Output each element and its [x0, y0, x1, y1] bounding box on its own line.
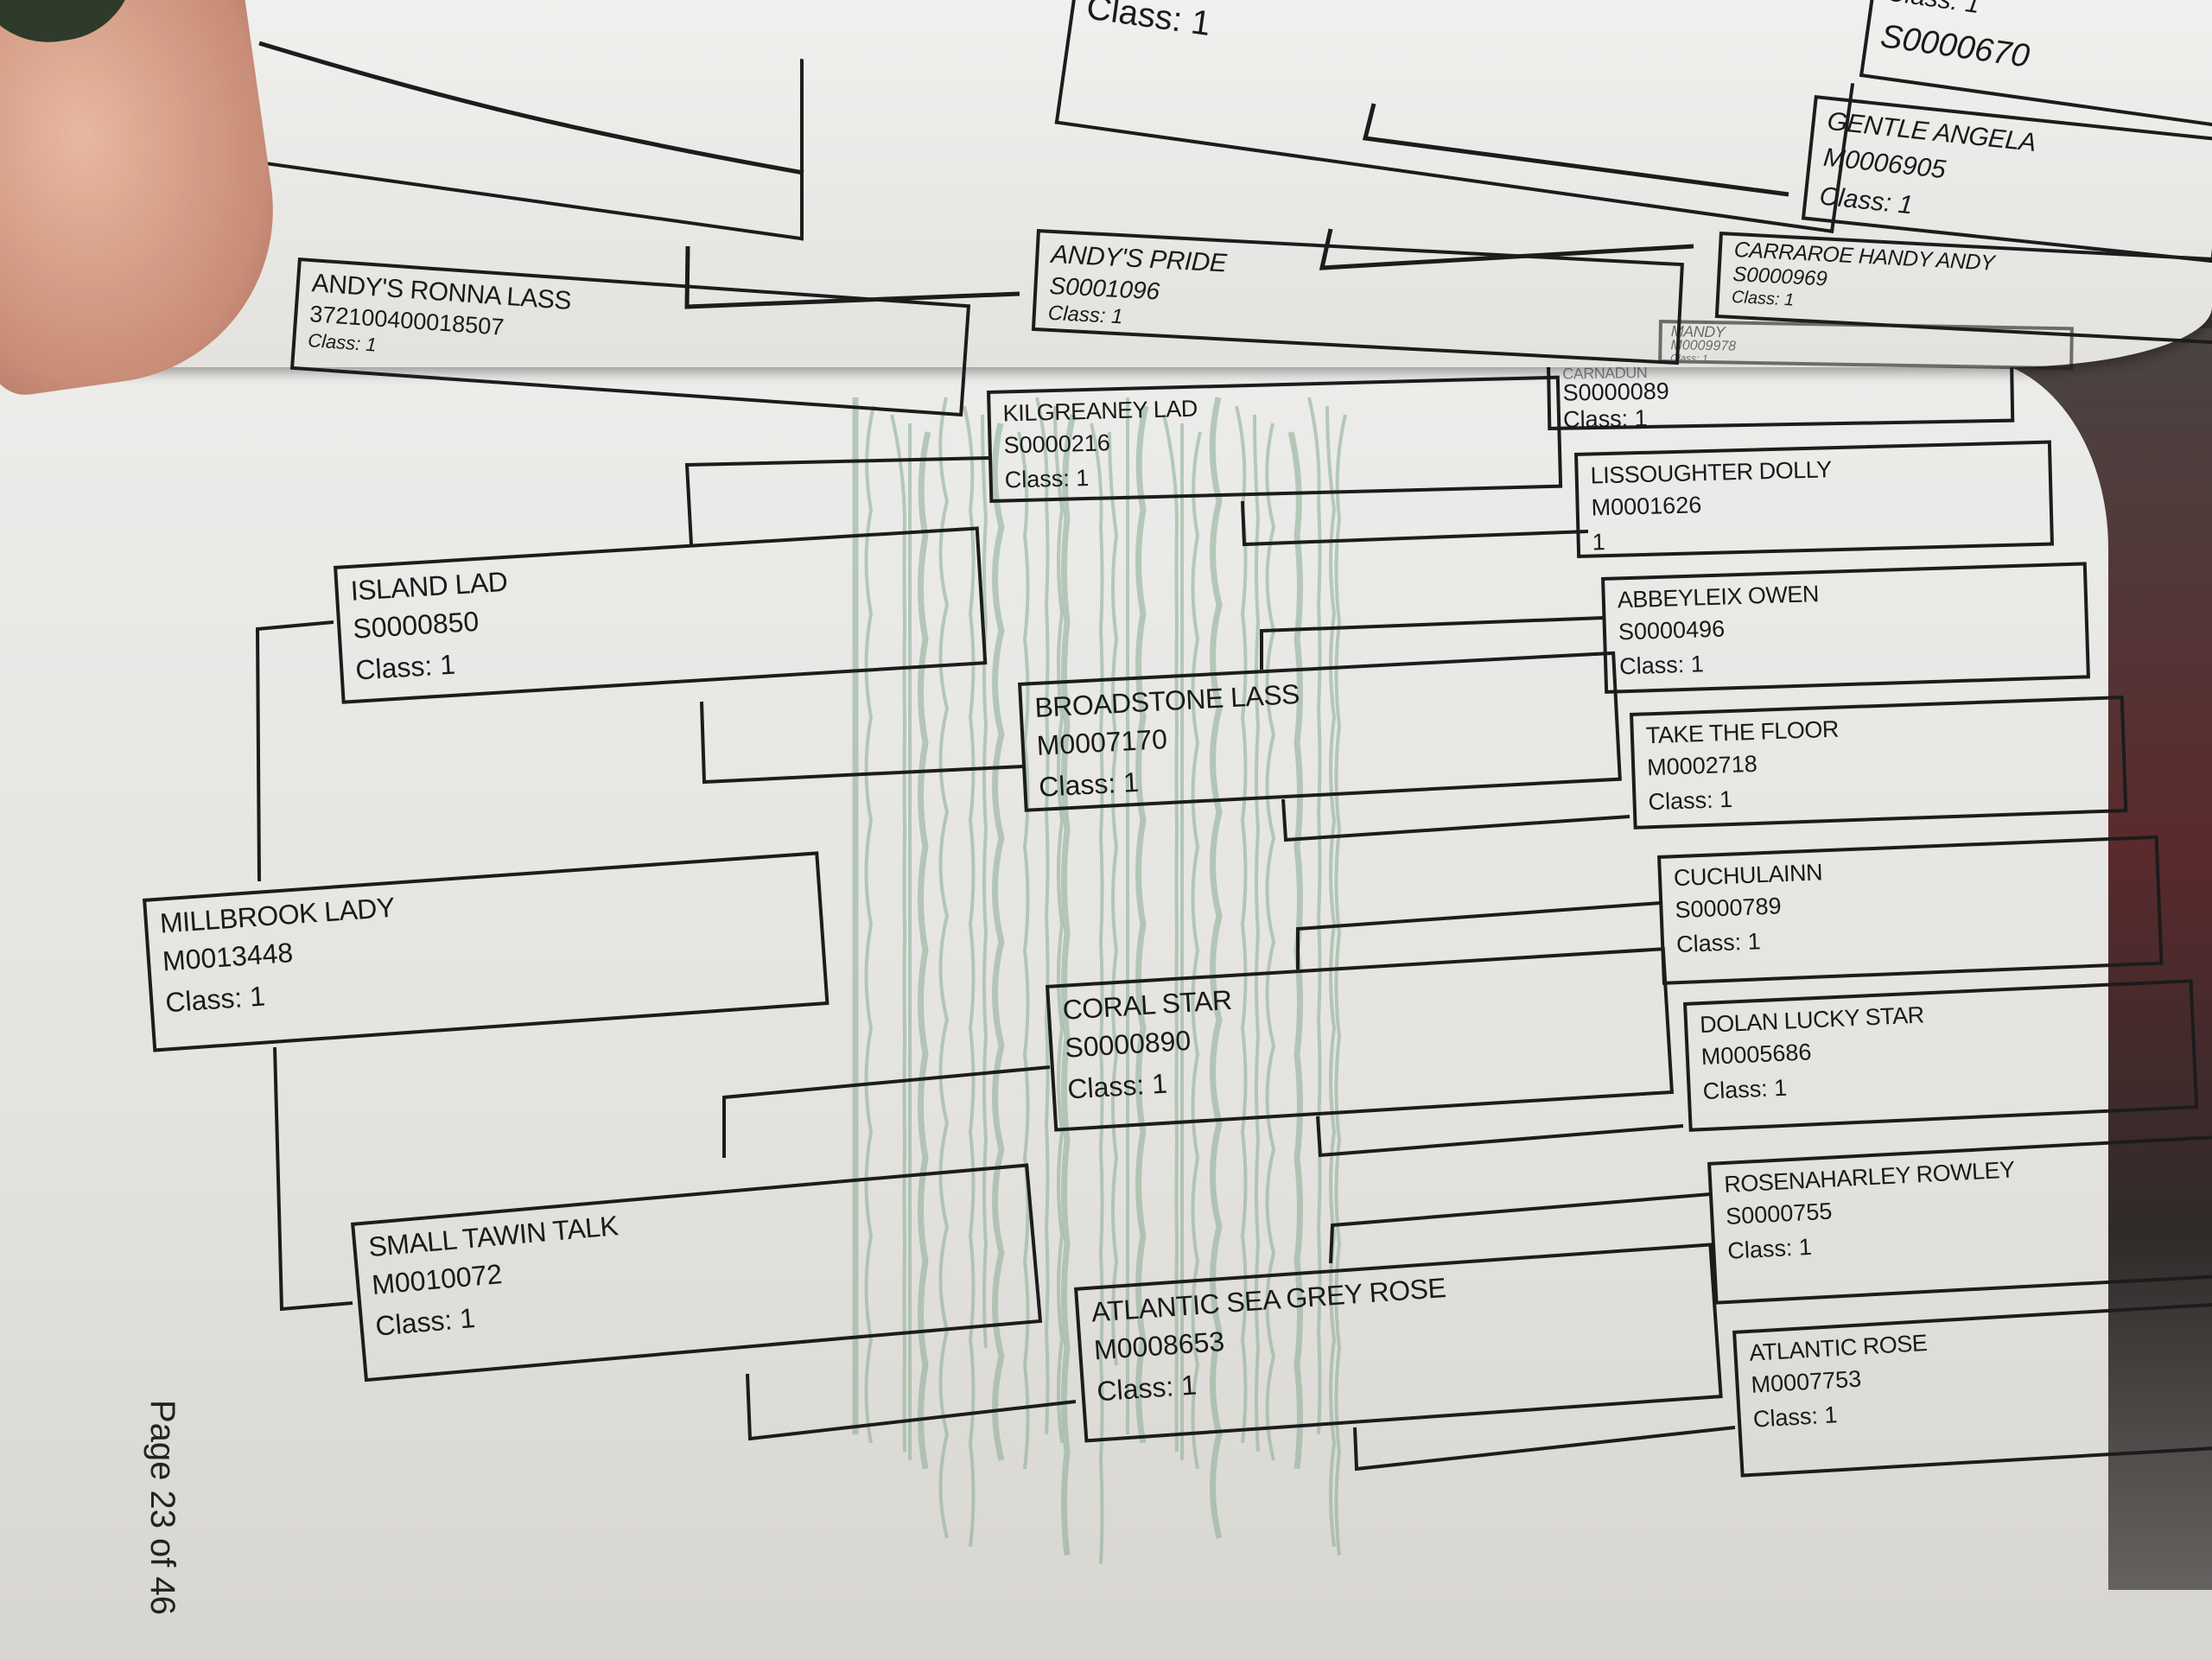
watermark-strand — [1053, 405, 1065, 1444]
watermark-strand — [963, 405, 976, 1548]
watermark-strand — [1334, 414, 1347, 1556]
pedigree-entry: LISSOUGHTER DOLLY M0001626 1 — [1574, 440, 2055, 558]
watermark-strand — [1061, 414, 1077, 1556]
pedigree-entry: ROSENAHARLEY ROWLEY S0000755 Class: 1 — [1707, 1135, 2212, 1305]
connector-line — [1316, 1116, 1684, 1158]
watermark-strand — [1090, 423, 1104, 1565]
pedigree-entry: ATLANTIC ROSE M0007753 Class: 1 — [1732, 1301, 2212, 1478]
watermark-strand — [1162, 414, 1179, 1452]
watermark-strand — [1265, 423, 1276, 1461]
connector-line — [255, 620, 334, 882]
watermark-strand — [1017, 431, 1030, 1470]
pedigree-entry: CUCHULAINN S0000789 Class: 1 — [1657, 835, 2164, 985]
connector-line — [1353, 1426, 1736, 1471]
page-number: Page 23 of 46 — [143, 1400, 181, 1616]
connector-line — [700, 701, 1024, 785]
connector-line — [1260, 616, 1605, 670]
watermark-strand — [981, 414, 988, 1349]
pedigree-entry: DOLAN LUCKY STAR M0005686 Class: 1 — [1683, 979, 2199, 1132]
connector-line — [1329, 1192, 1712, 1264]
connector-line — [722, 1065, 1051, 1158]
watermark-strand — [1253, 414, 1261, 1452]
connector-line — [258, 41, 804, 175]
watermark-strand — [1035, 397, 1050, 1435]
connector-line — [1319, 228, 1694, 270]
connector-line — [746, 1373, 1077, 1441]
connector-line — [1296, 901, 1662, 969]
pedigree-entry: MANDY M0009978 Class: 1 — [1658, 320, 2074, 371]
upper-connectors — [258, 41, 1789, 309]
pedigree-entry: KILGREANEY LAD S0000216 Class: 1 — [987, 375, 1563, 503]
watermark-strand — [1108, 431, 1119, 1366]
fingernail — [0, 0, 145, 53]
watermark-strand — [864, 405, 875, 1444]
connector-line — [1281, 798, 1630, 842]
watermark-strand — [1135, 405, 1149, 1444]
connector-line — [684, 245, 1020, 309]
pedigree-entry: ABBEYLEIX OWEN S0000496 Class: 1 — [1601, 562, 2090, 694]
watermark-strand — [1209, 397, 1223, 1539]
watermark-strand — [1235, 405, 1248, 1444]
watermark-strand — [890, 414, 907, 1452]
watermark-strand — [938, 397, 950, 1539]
connector-line — [684, 456, 991, 545]
watermark-strand — [1307, 397, 1322, 1435]
watermark-strand — [918, 431, 931, 1470]
lower-page — [0, 359, 2108, 1603]
pedigree-entry: TAKE THE FLOOR M0002718 Class: 1 — [1630, 696, 2128, 830]
watermark-strand — [1325, 405, 1337, 1548]
upper-page — [78, 0, 2212, 367]
connector-line — [273, 1046, 353, 1312]
watermark-strand — [991, 423, 1005, 1461]
watermark-strand — [1191, 431, 1202, 1470]
connector-line — [1362, 103, 1789, 197]
connector-line — [1241, 500, 1589, 547]
